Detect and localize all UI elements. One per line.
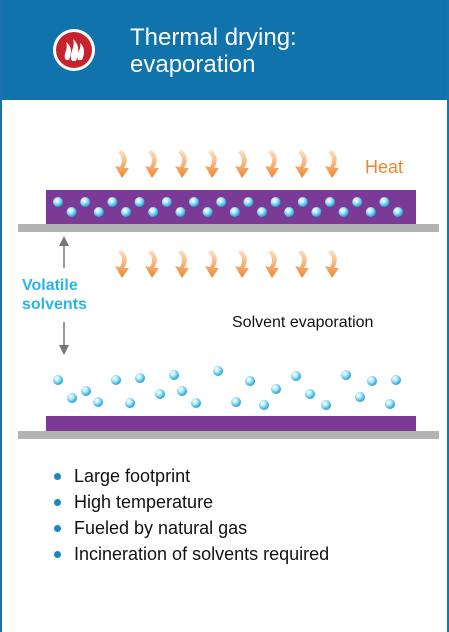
heat-arrows-top [115,150,339,178]
solvent-bubble-icon [189,197,199,207]
volatile-arrows [59,236,69,355]
heat-arrow-icon [325,250,339,278]
solvent-bubble-icon [67,393,77,403]
page-title: Thermal drying: evaporation [130,24,297,78]
bullet-icon [54,473,61,480]
bullet-icon [54,525,61,532]
heat-arrow-icon [145,150,159,178]
solvent-bubble-icon [291,371,301,381]
solvent-evaporation-label: Solvent evaporation [232,314,374,331]
bullet-icon [54,551,61,558]
heat-arrow-icon [115,150,129,178]
title-line-1: Thermal drying: [130,24,297,51]
heat-arrow-icon [205,250,219,278]
heat-arrow-icon [265,250,279,278]
solvent-bubble-icon [135,373,145,383]
solvent-bubble-icon [393,207,403,217]
solvent-bubble-icon [231,397,241,407]
evaporated-solvent-bubbles [53,366,401,410]
heat-arrow-icon [175,150,189,178]
solvent-bubble-icon [134,197,145,207]
solvent-bubble-icon [191,398,201,408]
solvent-bubble-icon [177,386,187,396]
solvent-bubble-icon [80,197,91,207]
substrate-top [18,224,439,232]
heat-arrow-icon [205,150,219,178]
solvent-bubble-icon [352,197,363,207]
heat-arrow-icon [325,150,339,178]
solvent-bubbles-in-coating [53,197,403,217]
evaporation-diagram [18,150,439,439]
solvent-bubble-icon [305,389,315,399]
heat-arrow-icon [295,150,309,178]
solvent-bubble-icon [155,389,165,399]
solvent-bubble-icon [321,400,331,410]
solvent-bubble-icon [385,399,395,409]
volatile-label-line-2: solvents [22,296,87,313]
card-header: Thermal drying: evaporation [0,0,449,100]
wet-coating-layer [46,190,416,224]
dry-coating-layer [46,416,416,431]
solvent-bubble-icon [379,197,390,207]
heat-arrow-icon [175,250,189,278]
solvent-bubble-icon [175,207,186,217]
solvent-bubble-icon [81,386,91,396]
heat-arrow-icon [295,250,309,278]
feature-list: Large footprint High temperature Fueled … [52,464,329,568]
solvent-bubble-icon [270,197,281,207]
solvent-bubble-icon [216,197,227,207]
heat-arrow-icon [235,250,249,278]
solvent-bubble-icon [257,207,267,217]
solvent-bubble-icon [107,197,118,207]
solvent-bubble-icon [297,197,308,207]
heat-arrow-icon [235,150,249,178]
solvent-bubble-icon [213,366,223,376]
list-item: High temperature [52,490,329,514]
solvent-bubble-icon [365,207,376,217]
heat-arrows-middle [115,250,339,278]
solvent-bubble-icon [53,197,63,207]
title-line-2: evaporation [130,51,256,78]
heat-label: Heat [365,157,404,177]
solvent-bubble-icon [367,376,377,386]
solvent-bubble-icon [341,370,351,380]
substrate-bottom [18,431,439,439]
list-item: Large footprint [52,464,329,488]
solvent-bubble-icon [111,375,121,385]
solvent-bubble-icon [325,197,335,207]
solvent-bubble-icon [93,207,104,217]
solvent-bubble-icon [66,207,77,217]
solvent-bubble-icon [169,370,179,380]
heat-arrow-icon [115,250,129,278]
solvent-bubble-icon [355,392,365,402]
solvent-bubble-icon [125,398,135,408]
solvent-bubble-icon [148,207,159,217]
solvent-bubble-icon [93,397,103,407]
solvent-bubble-icon [121,207,131,217]
flame-icon [53,29,95,71]
list-item: Incineration of solvents required [52,542,329,566]
solvent-bubble-icon [311,207,322,217]
volatile-solvents-label: Volatile solvents [22,276,122,314]
solvent-bubble-icon [271,384,281,394]
solvent-bubble-icon [202,207,213,217]
solvent-bubble-icon [161,197,172,207]
solvent-bubble-icon [245,376,255,386]
bullet-icon [54,499,61,506]
solvent-bubble-icon [284,207,295,217]
heat-arrow-icon [265,150,279,178]
solvent-bubble-icon [391,375,401,385]
solvent-bubble-icon [229,207,240,217]
solvent-bubble-icon [259,400,269,410]
solvent-bubble-icon [53,375,63,385]
solvent-bubble-icon [338,207,349,217]
solvent-bubble-icon [243,197,254,207]
heat-arrow-icon [145,250,159,278]
volatile-label-line-1: Volatile [22,277,78,294]
list-item: Fueled by natural gas [52,516,329,540]
